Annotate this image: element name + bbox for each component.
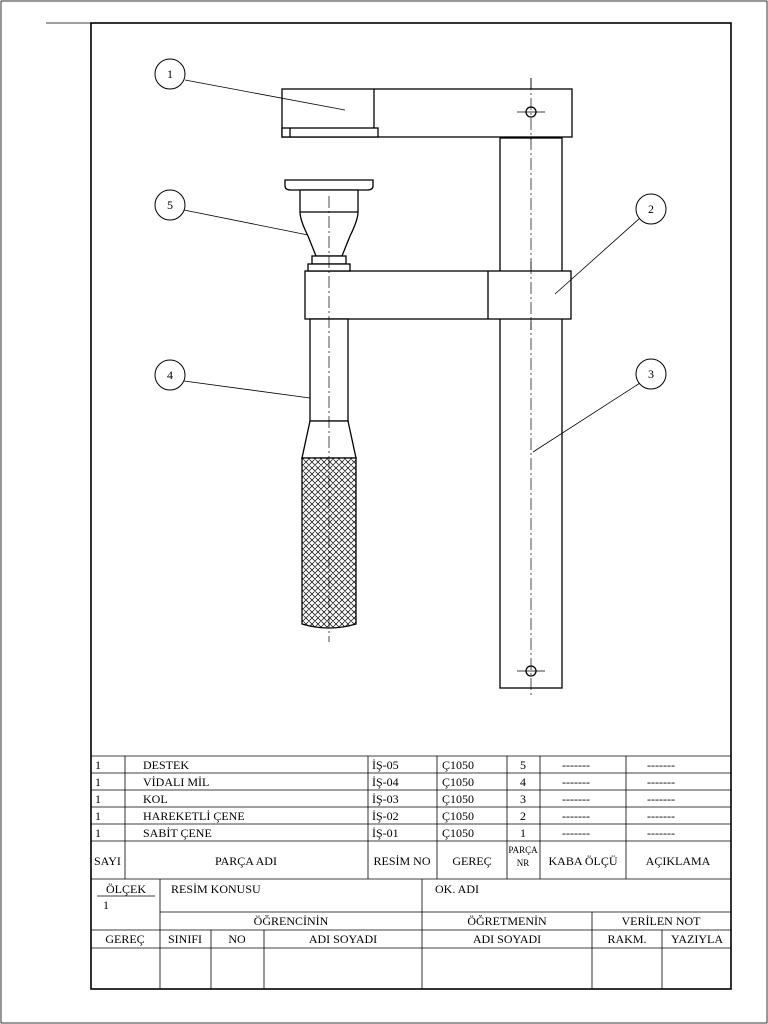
part-no-cell: 5 bbox=[520, 758, 526, 772]
part-name-cell: SABİT ÇENE bbox=[143, 826, 212, 840]
callout-4-label: 4 bbox=[167, 368, 173, 382]
school-label: OK. ADI bbox=[435, 882, 479, 896]
part-no-cell: 1 bbox=[520, 826, 526, 840]
drawing-no-cell: İŞ-03 bbox=[372, 792, 399, 806]
material-cell: Ç1050 bbox=[442, 809, 474, 823]
drawing-no-cell: İŞ-01 bbox=[372, 826, 399, 840]
qty-cell: 1 bbox=[95, 792, 101, 806]
drawing-no-cell: İŞ-02 bbox=[372, 809, 399, 823]
note-cell: ------- bbox=[647, 826, 675, 840]
header-qty: SAYI bbox=[94, 854, 121, 868]
part-no-cell: 4 bbox=[520, 775, 526, 789]
callout-1: 1 bbox=[154, 58, 186, 90]
material-cell: Ç1050 bbox=[442, 758, 474, 772]
callout-2: 2 bbox=[635, 193, 667, 225]
student-label: ÖĞRENCİNİN bbox=[254, 914, 329, 928]
teacher-label: ÖĞRETMENİN bbox=[467, 914, 547, 928]
part-name-cell: KOL bbox=[143, 792, 168, 806]
part-1-fixed-jaw bbox=[281, 78, 573, 140]
part-name-cell: DESTEK bbox=[143, 758, 189, 772]
header-drawing-no: RESİM NO bbox=[373, 854, 430, 868]
material-cell: Ç1050 bbox=[442, 826, 474, 840]
material-cell: Ç1050 bbox=[442, 775, 474, 789]
header-note: AÇIKLAMA bbox=[646, 854, 711, 868]
qty-cell: 1 bbox=[95, 758, 101, 772]
header-material: GEREÇ bbox=[452, 854, 491, 868]
grade-label: VERİLEN NOT bbox=[622, 914, 702, 928]
rough-size-cell: ------- bbox=[562, 792, 590, 806]
material-label: GEREÇ bbox=[105, 932, 144, 946]
parts-list-table: 1 DESTEK İŞ-05 Ç1050 5 ------- ------- 1… bbox=[91, 755, 731, 880]
drawing-no-cell: İŞ-05 bbox=[372, 758, 399, 772]
header-rough-size: KABA ÖLÇÜ bbox=[548, 854, 617, 868]
digits-label: RAKM. bbox=[607, 932, 646, 946]
part-3-bar bbox=[499, 78, 563, 695]
note-cell: ------- bbox=[647, 758, 675, 772]
parts-row-2: 1 HAREKETLİ ÇENE İŞ-02 Ç1050 2 ------- -… bbox=[95, 809, 675, 823]
callout-5: 5 bbox=[154, 189, 186, 221]
rough-size-cell: ------- bbox=[562, 758, 590, 772]
qty-cell: 1 bbox=[95, 809, 101, 823]
callout-5-label: 5 bbox=[167, 198, 173, 212]
callout-2-label: 2 bbox=[648, 202, 654, 216]
parts-row-5: 1 DESTEK İŞ-05 Ç1050 5 ------- ------- bbox=[95, 758, 675, 772]
number-label: NO bbox=[228, 932, 246, 946]
part-no-cell: 3 bbox=[520, 792, 526, 806]
words-label: YAZIYLA bbox=[671, 932, 723, 946]
parts-row-4: 1 VİDALI MİL İŞ-04 Ç1050 4 ------- -----… bbox=[95, 775, 675, 789]
f-clamp-drawing: 1 5 4 2 3 bbox=[154, 58, 667, 695]
title-block: ÖLÇEK 1 RESİM KONUSU OK. ADI ÖĞRENCİNİN … bbox=[91, 879, 731, 989]
note-cell: ------- bbox=[647, 809, 675, 823]
header-part-no-top: PARÇA bbox=[508, 845, 538, 855]
class-label: SINIFI bbox=[168, 932, 202, 946]
header-part-no-bottom: NR bbox=[517, 858, 530, 868]
rough-size-cell: ------- bbox=[562, 775, 590, 789]
note-cell: ------- bbox=[647, 792, 675, 806]
scale-label: ÖLÇEK bbox=[106, 882, 146, 896]
student-name-label: ADI SOYADI bbox=[309, 932, 377, 946]
scale-value: 1 bbox=[103, 898, 109, 912]
parts-row-3: 1 KOL İŞ-03 Ç1050 3 ------- ------- bbox=[95, 792, 675, 806]
callout-1-label: 1 bbox=[167, 67, 173, 81]
rough-size-cell: ------- bbox=[562, 826, 590, 840]
rough-size-cell: ------- bbox=[562, 809, 590, 823]
callout-3: 3 bbox=[635, 358, 667, 390]
callout-3-label: 3 bbox=[648, 367, 654, 381]
part-no-cell: 2 bbox=[520, 809, 526, 823]
note-cell: ------- bbox=[647, 775, 675, 789]
part-name-cell: HAREKETLİ ÇENE bbox=[143, 809, 245, 823]
parts-row-1: 1 SABİT ÇENE İŞ-01 Ç1050 1 ------- -----… bbox=[95, 826, 675, 840]
part-4-screw-shaft bbox=[301, 196, 357, 642]
part-name-cell: VİDALI MİL bbox=[143, 775, 209, 789]
part-2-moving-jaw bbox=[304, 262, 572, 330]
parts-list-header-row: SAYI PARÇA ADI RESİM NO GEREÇ PARÇA NR K… bbox=[94, 845, 711, 868]
drawing-no-cell: İŞ-04 bbox=[372, 775, 399, 789]
material-cell: Ç1050 bbox=[442, 792, 474, 806]
callout-4: 4 bbox=[154, 359, 186, 391]
qty-cell: 1 bbox=[95, 826, 101, 840]
leader-lines bbox=[183, 79, 641, 453]
qty-cell: 1 bbox=[95, 775, 101, 789]
subject-label: RESİM KONUSU bbox=[171, 882, 261, 896]
header-part-name: PARÇA ADI bbox=[215, 854, 277, 868]
drawing-frame bbox=[90, 22, 732, 990]
teacher-name-label: ADI SOYADI bbox=[473, 932, 541, 946]
